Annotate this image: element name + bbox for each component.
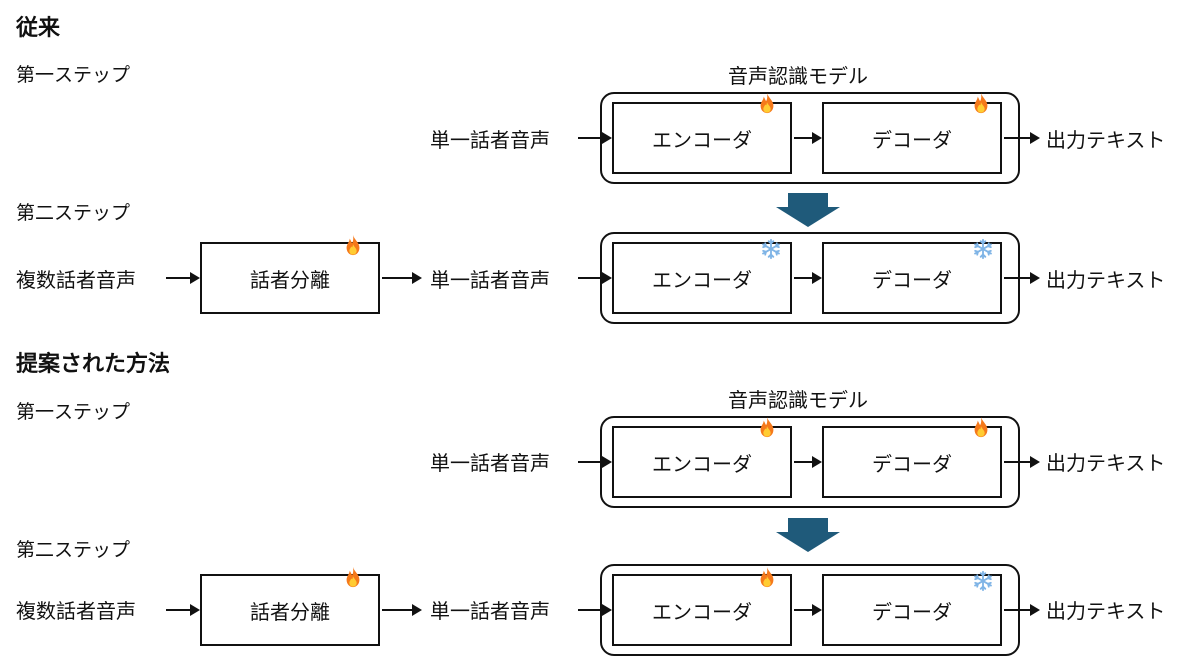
decoder-label: デコーダ (872, 267, 952, 292)
input-single-speaker-audio: 単一話者音声 (430, 451, 550, 475)
encoder-label: エンコーダ (652, 127, 752, 152)
section-heading-conventional: 従来 (16, 16, 61, 41)
arrow-separation-to-input (382, 604, 422, 616)
input-multi-speaker-audio: 複数話者音声 (16, 268, 136, 292)
arrow-to-separation (166, 604, 200, 616)
encoder-box: エンコーダ (612, 242, 792, 314)
snowflake-icon (972, 570, 994, 592)
fire-icon (970, 92, 992, 114)
fire-icon (756, 566, 778, 588)
arrow-to-output (1004, 272, 1040, 284)
arrow-to-encoder (578, 456, 612, 468)
model-title: 音声認識モデル (728, 64, 868, 88)
arrow-to-separation (166, 272, 200, 284)
arrow-to-output (1004, 456, 1040, 468)
transition-down-arrow-icon (776, 518, 840, 552)
arrow-to-encoder (578, 272, 612, 284)
arrow-to-encoder (578, 132, 612, 144)
speaker-separation-box: 話者分離 (200, 574, 380, 646)
input-single-speaker-audio: 単一話者音声 (430, 599, 550, 623)
decoder-label: デコーダ (872, 451, 952, 476)
snowflake-icon (972, 238, 994, 260)
arrow-encoder-to-decoder (794, 132, 822, 144)
decoder-box: デコーダ (822, 426, 1002, 498)
step-label-second: 第二ステップ (16, 539, 131, 561)
transition-down-arrow-icon (776, 193, 840, 227)
speaker-separation-label: 話者分離 (250, 267, 330, 292)
decoder-label: デコーダ (872, 599, 952, 624)
fire-icon (342, 566, 364, 588)
arrow-encoder-to-decoder (794, 272, 822, 284)
model-title: 音声認識モデル (728, 388, 868, 412)
step-label-first: 第一ステップ (16, 401, 131, 423)
encoder-box: エンコーダ (612, 574, 792, 646)
decoder-box: デコーダ (822, 574, 1002, 646)
arrow-to-output (1004, 604, 1040, 616)
arrow-encoder-to-decoder (794, 456, 822, 468)
encoder-label: エンコーダ (652, 451, 752, 476)
fire-icon (756, 92, 778, 114)
decoder-box: デコーダ (822, 242, 1002, 314)
output-text: 出力テキスト (1046, 268, 1166, 292)
encoder-label: エンコーダ (652, 599, 752, 624)
decoder-box: デコーダ (822, 102, 1002, 174)
input-multi-speaker-audio: 複数話者音声 (16, 599, 136, 623)
arrow-separation-to-input (382, 272, 422, 284)
arrow-encoder-to-decoder (794, 604, 822, 616)
snowflake-icon (760, 238, 782, 260)
step-label-second: 第二ステップ (16, 202, 131, 224)
encoder-label: エンコーダ (652, 267, 752, 292)
output-text: 出力テキスト (1046, 451, 1166, 475)
encoder-box: エンコーダ (612, 102, 792, 174)
output-text: 出力テキスト (1046, 599, 1166, 623)
input-single-speaker-audio: 単一話者音声 (430, 268, 550, 292)
arrow-to-output (1004, 132, 1040, 144)
step-label-first: 第一ステップ (16, 64, 131, 86)
fire-icon (970, 416, 992, 438)
speaker-separation-label: 話者分離 (250, 599, 330, 624)
arrow-to-encoder (578, 604, 612, 616)
encoder-box: エンコーダ (612, 426, 792, 498)
input-single-speaker-audio: 単一話者音声 (430, 128, 550, 152)
decoder-label: デコーダ (872, 127, 952, 152)
output-text: 出力テキスト (1046, 128, 1166, 152)
section-heading-proposed: 提案された方法 (16, 352, 171, 377)
fire-icon (756, 416, 778, 438)
fire-icon (342, 234, 364, 256)
